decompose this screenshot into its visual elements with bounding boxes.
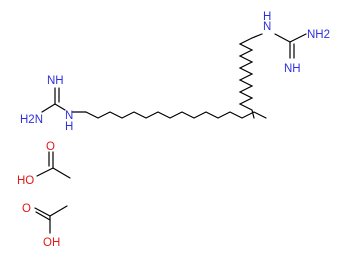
alkyl-chain-upper [238, 37, 255, 119]
top-link-bond [251, 33, 263, 39]
acid2-c-o-bond-2 [35, 211, 51, 221]
top-link-n: N [263, 21, 271, 33]
acid2-c-o-bond-1 [34, 207, 51, 217]
acid1-ho-c-bond [36, 167, 54, 177]
acid1-hydroxyl: HO [17, 175, 34, 187]
top-c-n-bond [274, 33, 291, 43]
acid2-c-ch3-bond [49, 205, 68, 217]
top-imine: NH [284, 63, 301, 75]
left-c-n-bond [54, 103, 66, 111]
left-c-nh2-bond [41, 103, 56, 113]
left-amine: H2N [20, 114, 43, 126]
acid2-carbonyl-o: O [22, 203, 31, 215]
left-link-n: N [65, 110, 73, 122]
top-amine: NH2 [307, 29, 330, 41]
top-link-h: H [263, 11, 271, 23]
acid2-hydroxyl: OH [43, 237, 60, 249]
acid1-carbonyl-o: O [46, 141, 55, 153]
acid1-c-ch3-bond [52, 167, 71, 179]
top-c-nh2-bond [289, 33, 307, 43]
left-link-h: H [65, 121, 73, 133]
alkyl-chain-lower [85, 111, 267, 119]
left-imine: NH [47, 75, 64, 87]
